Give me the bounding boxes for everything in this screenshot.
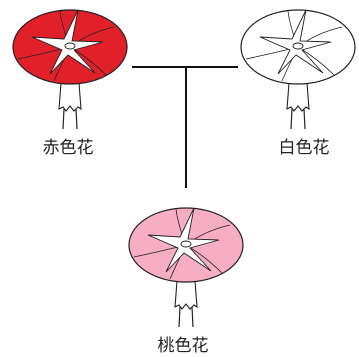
red-flower-label: 赤色花 [43,138,94,158]
white-flower [240,9,356,130]
pink-flower [128,207,244,328]
red-flower [12,9,128,130]
white-flower-label: 白色花 [279,138,330,158]
pink-flower-label: 桃色花 [158,336,209,356]
connector-lines [132,66,238,188]
